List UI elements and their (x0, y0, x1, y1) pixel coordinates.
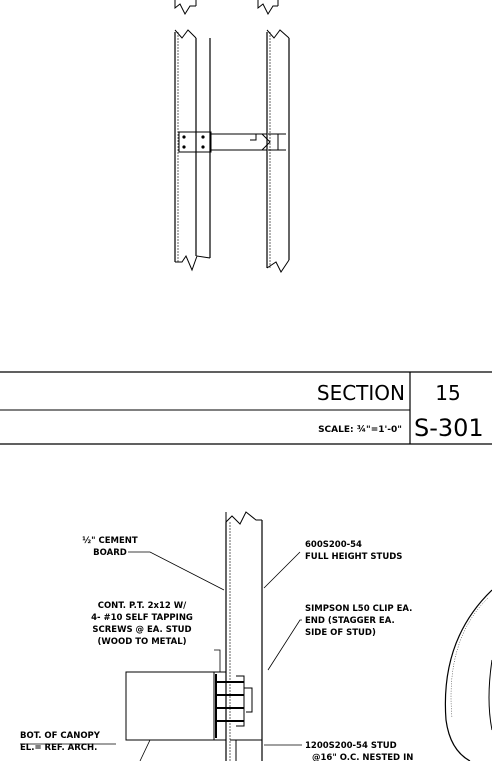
stud-nested-note: @16" O.C. NESTED IN (312, 753, 413, 761)
full-height-studs-note: FULL HEIGHT STUDS (305, 552, 402, 562)
simpson-clip-note: SIMPSON L50 CLIP EA. (305, 604, 412, 614)
screw-icon (201, 135, 205, 139)
cement-board-note: ½" CEMENT (82, 535, 138, 546)
upper-stud-detail (174, 0, 290, 273)
title-block: SECTION 15 SCALE: ¾"=1'-0" S-301 (0, 371, 492, 445)
cont-pt-note: CONT. P.T. 2x12 W/ (98, 601, 187, 611)
cont-pt-note: SCREWS @ EA. STUD (92, 625, 191, 635)
simpson-clip-note: END (STAGGER EA. (305, 616, 395, 626)
scale-label: SCALE: ¾"=1'-0" (318, 425, 402, 435)
cont-pt-note: (WOOD TO METAL) (98, 637, 187, 647)
screw-icon (201, 145, 205, 149)
lower-canopy-detail: ½" CEMENT BOARD 600S200-54 FULL HEIGHT S… (20, 511, 492, 761)
screw-icon (182, 135, 186, 139)
sheet-number: S-301 (414, 414, 484, 442)
cont-pt-note: 4- #10 SELF TAPPING (91, 613, 193, 623)
section-label: SECTION (317, 381, 405, 405)
screw-icon (182, 145, 186, 149)
stud-nested-note: 1200S200-54 STUD (305, 741, 397, 751)
simpson-clip-note: SIDE OF STUD) (305, 628, 376, 638)
full-height-studs-note: 600S200-54 (305, 540, 362, 550)
bottom-canopy-note: EL.= REF. ARCH. (20, 743, 97, 753)
cement-board-note: BOARD (93, 548, 127, 558)
bottom-canopy-note: BOT. OF CANOPY (20, 731, 101, 741)
detail-number: 15 (435, 381, 460, 405)
